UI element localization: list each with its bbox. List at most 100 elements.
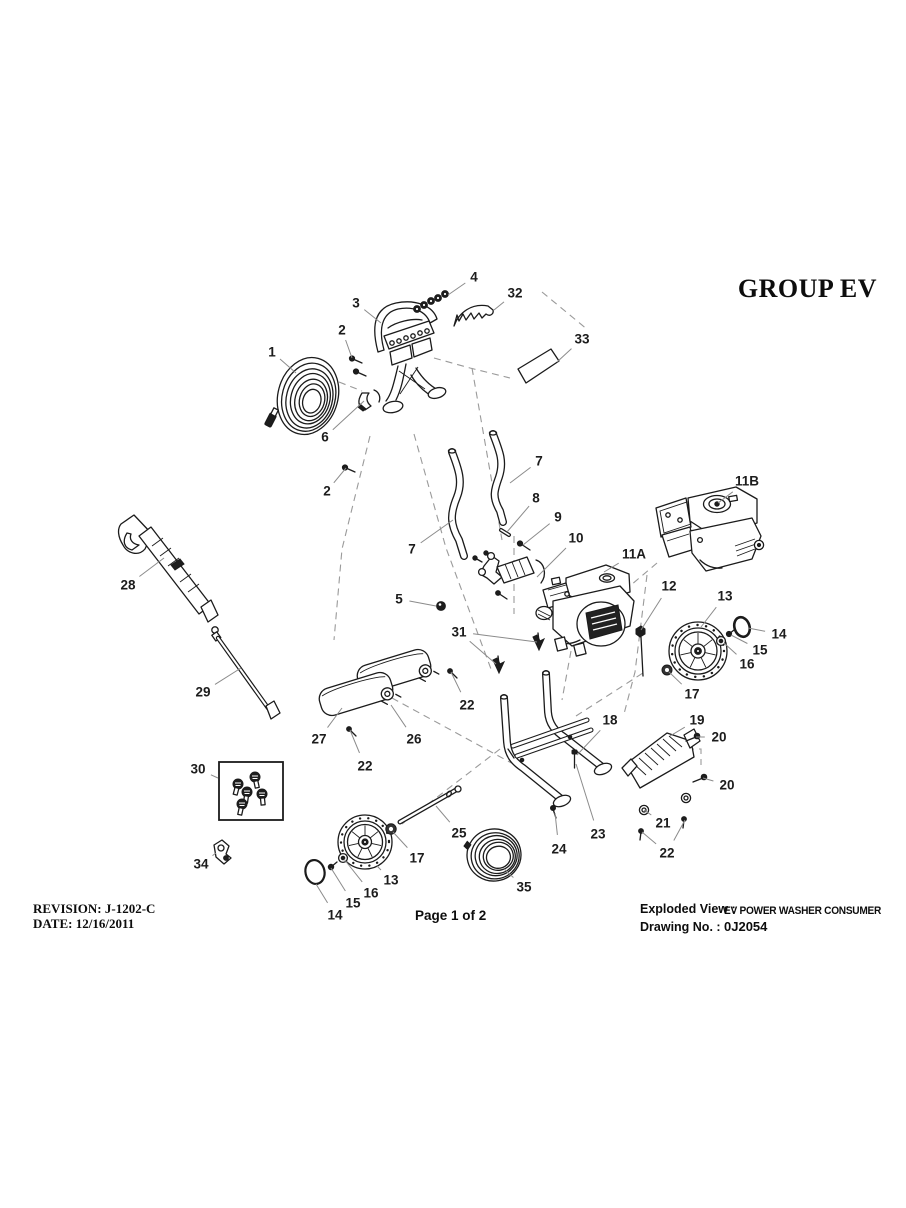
- part-11a-engine: [535, 564, 635, 657]
- callout-leader-18: [576, 729, 601, 756]
- drawing-no-label: Drawing No. :: [640, 920, 721, 934]
- callout-14: 14: [771, 627, 787, 642]
- callout-leader-10: [536, 547, 567, 578]
- callout-leader-22: [450, 671, 462, 693]
- callout-24: 24: [551, 842, 567, 857]
- callout-leader-5: [409, 600, 437, 607]
- part-27-tank: [318, 671, 402, 717]
- callout-9: 9: [554, 510, 562, 525]
- part-13-wheel-left: [337, 814, 393, 870]
- callout-12: 12: [661, 579, 676, 594]
- callout-14: 14: [327, 908, 343, 923]
- callout-leader-23: [575, 763, 595, 821]
- drawing-stamp: Exploded View : EV POWER WASHER CONSUMER…: [640, 901, 895, 935]
- part-31-clips: [492, 632, 546, 675]
- callout-leader-32: [493, 301, 505, 311]
- callout-leader-17: [668, 671, 683, 685]
- callout-30: 30: [190, 762, 205, 777]
- callout-8: 8: [532, 491, 540, 506]
- callout-leader-31: [469, 640, 497, 665]
- callout-leader-22: [641, 831, 657, 845]
- callout-leader-34: [212, 852, 217, 857]
- callout-17: 17: [409, 851, 424, 866]
- part-20-screws: [685, 732, 708, 783]
- callout-leader-20: [702, 777, 714, 782]
- callout-leader-15: [730, 634, 748, 644]
- revision-block: REVISION: J-1202-C DATE: 12/16/2011: [33, 901, 155, 931]
- callout-35: 35: [516, 880, 532, 895]
- callout-leader-16: [723, 642, 737, 655]
- part-4-fasteners: [413, 290, 449, 313]
- part-6-hook-clip: [357, 389, 381, 412]
- callout-15: 15: [345, 896, 361, 911]
- callout-leader-33: [556, 348, 572, 363]
- part-21-nuts: [638, 792, 692, 816]
- callout-2: 2: [338, 323, 346, 338]
- callout-leader-13: [700, 606, 717, 628]
- callout-leader-27: [327, 707, 343, 728]
- callout-22: 22: [659, 846, 674, 861]
- callout-6: 6: [321, 430, 329, 445]
- callout-leader-29: [214, 667, 242, 685]
- callout-5: 5: [395, 592, 403, 607]
- callout-leader-1: [279, 358, 297, 374]
- page-number: Page 1 of 2: [415, 908, 487, 923]
- exploded-view-label: Exploded View :: [640, 902, 736, 916]
- callout-31: 31: [451, 625, 467, 640]
- callout-leader-3: [363, 309, 382, 324]
- callout-leader-8: [506, 505, 530, 533]
- callout-leader-7: [509, 467, 531, 484]
- callout-leader-7: [420, 519, 454, 544]
- revision-text: REVISION: J-1202-C: [33, 901, 156, 916]
- part-2-screws: [341, 355, 367, 473]
- drawing-no-value: 0J2054: [724, 919, 768, 934]
- part-3-handle-assembly: [374, 301, 447, 414]
- callout-34: 34: [193, 857, 209, 872]
- callout-33: 33: [574, 332, 590, 347]
- exploded-view-value: EV POWER WASHER CONSUMER: [724, 905, 882, 917]
- callout-4: 4: [470, 270, 478, 285]
- part-9-screw: [516, 540, 531, 551]
- callout-1: 1: [268, 345, 276, 360]
- callout-16: 16: [739, 657, 755, 672]
- callout-7: 7: [408, 542, 416, 557]
- part-25-axle: [397, 785, 462, 825]
- callout-11B: 11B: [735, 474, 759, 489]
- part-5-bolt: [436, 601, 446, 611]
- callout-22: 22: [357, 759, 372, 774]
- callout-leader-31: [473, 633, 538, 643]
- callout-leader-11A: [603, 562, 619, 573]
- callout-leader-22: [673, 819, 686, 841]
- callout-leader-14: [747, 627, 766, 632]
- callout-2: 2: [323, 484, 331, 499]
- callout-leader-15: [330, 867, 346, 892]
- part-14-oring-right: [732, 615, 752, 639]
- part-32-grip-insert: [453, 304, 494, 327]
- callout-13: 13: [717, 589, 733, 604]
- part-29-wand: [211, 626, 281, 720]
- callout-leader-35: [503, 868, 514, 878]
- callout-15: 15: [752, 643, 768, 658]
- callout-leader-21: [643, 809, 652, 816]
- part-1-high-pressure-hose: [264, 356, 340, 436]
- callout-leader-26: [390, 704, 407, 728]
- callout-leader-11B: [717, 491, 734, 504]
- callout-leader-13: [376, 865, 382, 871]
- callout-leader-12: [640, 597, 662, 631]
- part-33-decal: [517, 348, 560, 384]
- part-17-nut-left: [385, 823, 397, 835]
- part-15-bolt-right: [725, 629, 735, 638]
- part-28-spray-gun: [117, 514, 219, 623]
- callout-13: 13: [383, 873, 399, 888]
- callout-17: 17: [684, 687, 699, 702]
- part-16-nut-right: [715, 635, 727, 647]
- callout-leader-19: [669, 726, 686, 737]
- callout-leader-22: [349, 729, 360, 754]
- callout-3: 3: [352, 296, 360, 311]
- callout-7: 7: [535, 454, 543, 469]
- callout-21: 21: [655, 816, 671, 831]
- callout-27: 27: [311, 732, 326, 747]
- callout-19: 19: [689, 713, 704, 728]
